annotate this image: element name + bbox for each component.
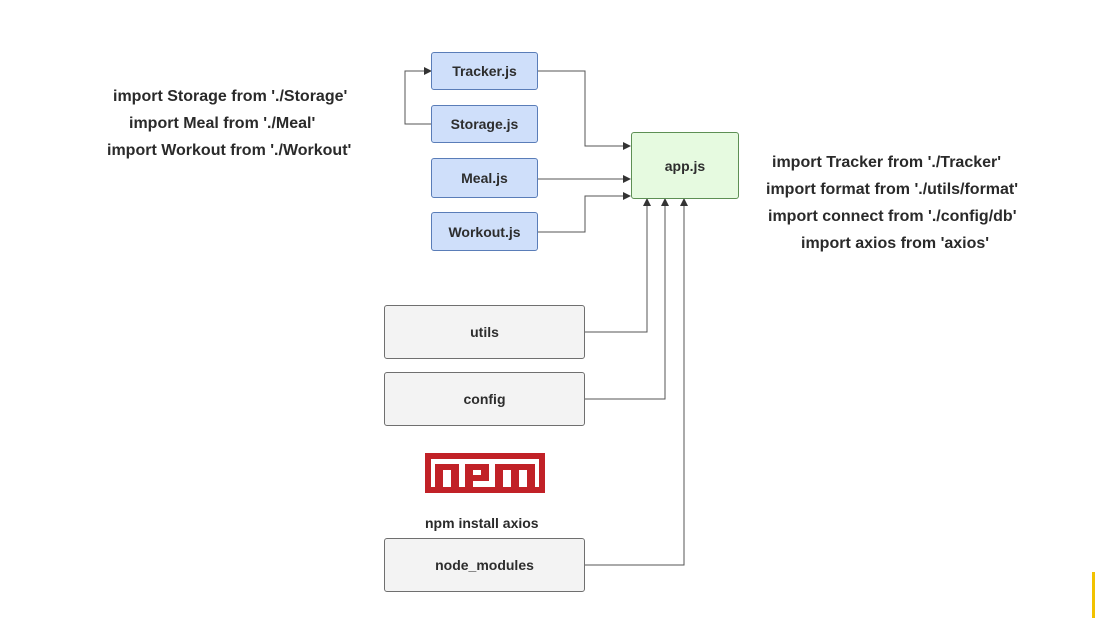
accent-bar [1092, 572, 1095, 618]
meal-module-label: Meal.js [461, 170, 508, 186]
config-folder-label: config [463, 391, 506, 407]
tracker-to-app-connector [538, 70, 631, 150]
utils-to-app-connector [585, 198, 651, 333]
storage-module-label: Storage.js [450, 116, 519, 132]
config-folder-box: config [384, 372, 585, 426]
npm-install-command: npm install axios [425, 515, 539, 531]
workout-to-app-connector [538, 192, 631, 233]
workout-module-box: Workout.js [431, 212, 538, 251]
storage-to-tracker-connector [404, 67, 432, 125]
npm-logo: npm [425, 453, 545, 493]
app-import-tracker: import Tracker from './Tracker' [772, 154, 1002, 171]
tracker-module-label: Tracker.js [452, 63, 517, 79]
app-module-box: app.js [631, 132, 739, 199]
app-import-axios: import axios from 'axios' [801, 235, 990, 252]
meal-module-box: Meal.js [431, 158, 538, 198]
tracker-import-storage: import Storage from './Storage' [113, 88, 348, 105]
utils-folder-box: utils [384, 305, 585, 359]
tracker-module-box: Tracker.js [431, 52, 538, 90]
app-import-format: import format from './utils/format' [766, 181, 1019, 198]
storage-module-box: Storage.js [431, 105, 538, 143]
node-modules-folder-box: node_modules [384, 538, 585, 592]
app-import-connect: import connect from './config/db' [768, 208, 1017, 225]
node-modules-to-app-connector [585, 198, 688, 566]
config-to-app-connector [585, 198, 669, 400]
workout-module-label: Workout.js [448, 223, 521, 240]
utils-folder-label: utils [470, 324, 499, 340]
app-module-label: app.js [664, 157, 706, 174]
tracker-import-meal: import Meal from './Meal' [129, 115, 316, 132]
node-modules-folder-label: node_modules [435, 557, 534, 573]
tracker-import-workout: import Workout from './Workout' [107, 142, 352, 159]
